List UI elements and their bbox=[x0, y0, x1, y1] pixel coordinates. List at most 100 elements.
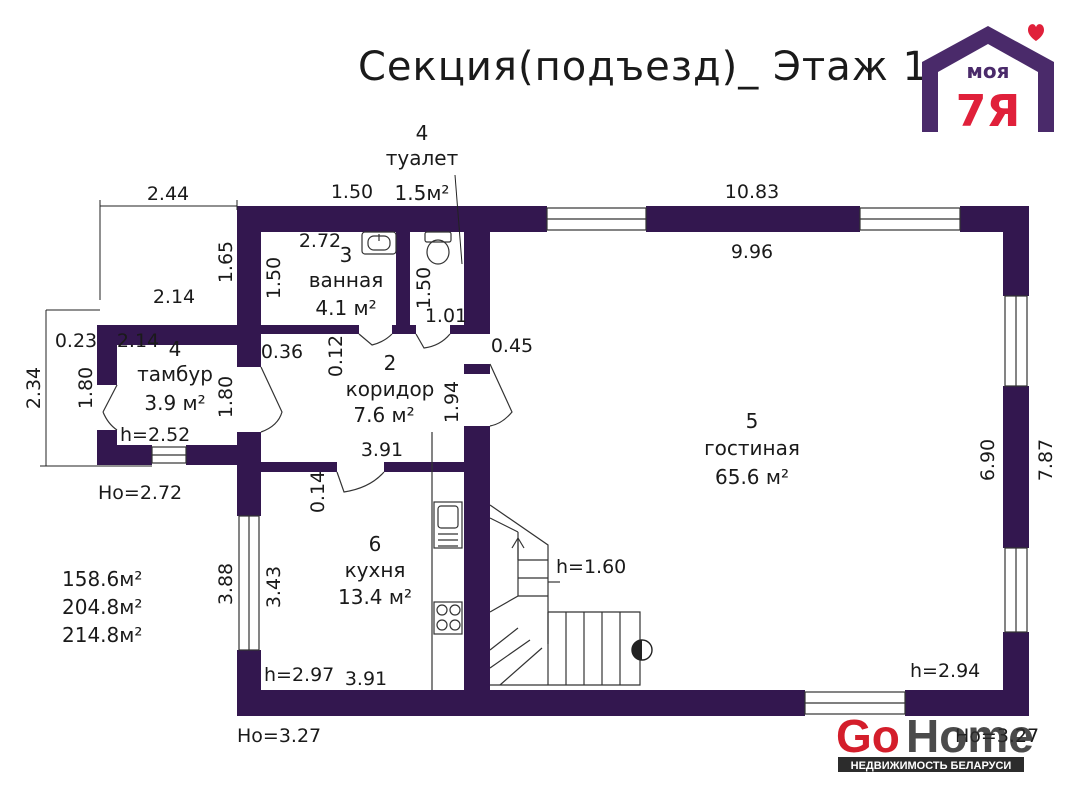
gohome-watermark: Go Home НЕДВИЖИМОСТЬ БЕЛАРУСИ bbox=[836, 710, 1034, 772]
wall-vestibule-top bbox=[97, 325, 261, 345]
kitchen-sink-icon bbox=[433, 501, 463, 549]
toilet-number: 4 bbox=[416, 121, 429, 145]
total-area-1: 158.6м² bbox=[62, 567, 142, 591]
kitchen-number: 6 bbox=[369, 532, 382, 556]
door-vestibule bbox=[260, 366, 283, 433]
dim-offset-014: 0.14 bbox=[307, 471, 329, 513]
bath-name: ванная bbox=[309, 268, 383, 292]
kitchen-height: h=2.97 bbox=[264, 664, 334, 686]
door-bath bbox=[358, 333, 393, 346]
watermark-go: Go bbox=[836, 710, 900, 762]
dim-bath-width: 2.72 bbox=[299, 230, 341, 252]
total-area-3: 214.8м² bbox=[62, 623, 142, 647]
doors bbox=[102, 333, 513, 493]
dim-porch-height: 1.65 bbox=[215, 241, 237, 283]
logo-bottom-text: 7Я bbox=[956, 86, 1021, 137]
door-living bbox=[489, 363, 513, 427]
dim-top-total: 10.83 bbox=[725, 181, 779, 203]
vestibule-number: 4 bbox=[169, 337, 182, 361]
dim-offset-036: 0.36 bbox=[261, 341, 303, 363]
corridor-name: коридор bbox=[346, 377, 435, 401]
heart-icon bbox=[1028, 24, 1044, 41]
dim-vestibule-left: 1.80 bbox=[75, 367, 97, 409]
dim-corridor-side: 1.94 bbox=[441, 381, 463, 423]
living-name: гостиная bbox=[704, 436, 800, 460]
kitchen-area: 13.4 м² bbox=[338, 585, 412, 609]
toilet-icon bbox=[424, 231, 452, 243]
wall-kitchen-top-1 bbox=[237, 462, 337, 472]
wall-partition-1 bbox=[464, 232, 490, 334]
dim-left-total: 2.34 bbox=[23, 367, 45, 409]
wall-right-1 bbox=[1003, 206, 1029, 296]
ho-right: Ho=3.27 bbox=[955, 725, 1039, 747]
dim-top-bath: 1.50 bbox=[331, 181, 373, 203]
wall-partition-3 bbox=[464, 426, 490, 716]
riser-symbol bbox=[631, 639, 653, 661]
ho-bottom: Ho=3.27 bbox=[237, 725, 321, 747]
dim-bath-depth: 1.50 bbox=[263, 257, 285, 299]
kitchen-name: кухня bbox=[345, 558, 406, 582]
dim-vestibule-top: 2.14 bbox=[153, 286, 195, 308]
dimension-labels: 2.44 1.50 10.83 1.65 2.72 1.50 1.50 1.01… bbox=[23, 181, 1057, 690]
door-toilet bbox=[415, 333, 451, 349]
vestibule-area: 3.9 м² bbox=[144, 391, 205, 415]
watermark-home: Home bbox=[906, 710, 1034, 762]
wall-top-mid bbox=[646, 206, 860, 232]
corridor-number: 2 bbox=[384, 351, 397, 375]
area-totals: 158.6м² 204.8м² 214.8м² bbox=[62, 567, 142, 647]
wall-kitchen-top-2 bbox=[384, 462, 490, 472]
dim-kitchen-outer-h: 3.88 bbox=[215, 563, 237, 605]
dim-porch-top: 2.44 bbox=[147, 183, 189, 205]
bath-area: 4.1 м² bbox=[315, 296, 376, 320]
wall-top-left bbox=[237, 206, 547, 232]
total-area-2: 204.8м² bbox=[62, 595, 142, 619]
dim-vestibule-inner: 2.14 bbox=[117, 330, 159, 352]
living-number: 5 bbox=[746, 409, 759, 433]
vestibule-name: тамбур bbox=[137, 362, 213, 386]
living-area: 65.6 м² bbox=[715, 465, 789, 489]
wall-right-2 bbox=[1003, 386, 1029, 548]
dim-corridor-width: 3.91 bbox=[361, 439, 403, 461]
dim-offset-045: 0.45 bbox=[491, 335, 533, 357]
dim-kitchen-width: 3.91 bbox=[345, 668, 387, 690]
wall-bottom-left bbox=[237, 690, 805, 716]
wall-vestibule-left-upper bbox=[97, 325, 117, 385]
windows bbox=[151, 207, 1028, 715]
stair-arrow-icon bbox=[511, 536, 525, 549]
wall-kitchen-left-2 bbox=[237, 650, 261, 716]
sink-icon bbox=[361, 231, 397, 255]
dim-living-width: 9.96 bbox=[731, 241, 773, 263]
dim-kitchen-inner-h: 3.43 bbox=[263, 566, 285, 608]
dim-living-total-h: 7.87 bbox=[1035, 439, 1057, 481]
wall-partition-2 bbox=[464, 364, 490, 374]
dim-offset-012: 0.12 bbox=[325, 335, 347, 377]
room-labels: 4 туалет 1.5м² 3 ванная 4.1 м² 4 тамбур … bbox=[120, 121, 980, 686]
dim-vestibule-right: 1.80 bbox=[215, 376, 237, 418]
dimension-lines bbox=[40, 174, 463, 467]
dim-toilet-width: 1.01 bbox=[425, 305, 467, 327]
door-entrance bbox=[102, 384, 118, 431]
stove-icon bbox=[433, 601, 463, 635]
door-kitchen bbox=[336, 471, 385, 493]
toilet-name: туалет bbox=[386, 146, 459, 170]
wall-bath-bottom-1 bbox=[237, 325, 359, 334]
wall-bottom-right bbox=[905, 690, 1029, 716]
dim-toilet-depth: 1.50 bbox=[413, 267, 435, 309]
bath-number: 3 bbox=[340, 243, 353, 267]
dim-stair-height: h=1.60 bbox=[556, 556, 626, 578]
watermark-tagline: НЕДВИЖИМОСТЬ БЕЛАРУСИ bbox=[851, 760, 1012, 772]
toilet-area: 1.5м² bbox=[395, 181, 450, 205]
ho-left: Ho=2.72 bbox=[98, 482, 182, 504]
dim-offset-023: 0.23 bbox=[55, 330, 97, 352]
logo-top-text: моя bbox=[967, 59, 1010, 83]
corridor-area: 7.6 м² bbox=[353, 403, 414, 427]
wall-bath-toilet bbox=[396, 232, 410, 334]
moya-semya-logo: моя 7Я bbox=[922, 24, 1054, 137]
walls bbox=[97, 206, 1029, 716]
staircase bbox=[489, 504, 641, 686]
dim-living-inner-h: 6.90 bbox=[977, 439, 999, 481]
fixtures bbox=[361, 231, 463, 690]
living-height: h=2.94 bbox=[910, 660, 980, 682]
